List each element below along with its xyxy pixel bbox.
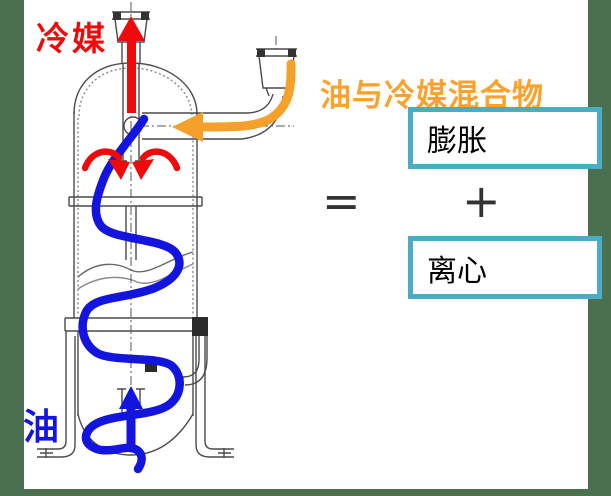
slide-left-border (0, 0, 24, 496)
oil-up-arrow (119, 386, 143, 452)
expansion-label: 膨胀 (427, 124, 487, 159)
expansion-box: 膨胀 (408, 107, 602, 169)
swirl-arrows-icon (81, 148, 181, 180)
oil-pickup-tube (117, 388, 145, 412)
vessel-outline (37, 11, 297, 458)
inlet-pipe (142, 93, 284, 140)
centerline (130, 2, 294, 453)
oil-label: 油 (23, 407, 60, 448)
refrigerant-label: 冷媒 (36, 19, 108, 58)
slide-bottom-border (0, 489, 611, 496)
curved-arrow-left-icon (172, 59, 296, 142)
right-leg (195, 331, 234, 458)
equals-sign: = (322, 174, 361, 228)
centrifugal-label: 离心 (427, 253, 487, 289)
refrigerant-up-arrow (117, 16, 145, 113)
left-leg (37, 331, 76, 458)
wavy-flow-icon (78, 114, 184, 474)
plus-sign: + (462, 174, 501, 228)
centrifugal-box: 离心 (408, 236, 602, 299)
inner-outlet-pipe (118, 63, 144, 162)
